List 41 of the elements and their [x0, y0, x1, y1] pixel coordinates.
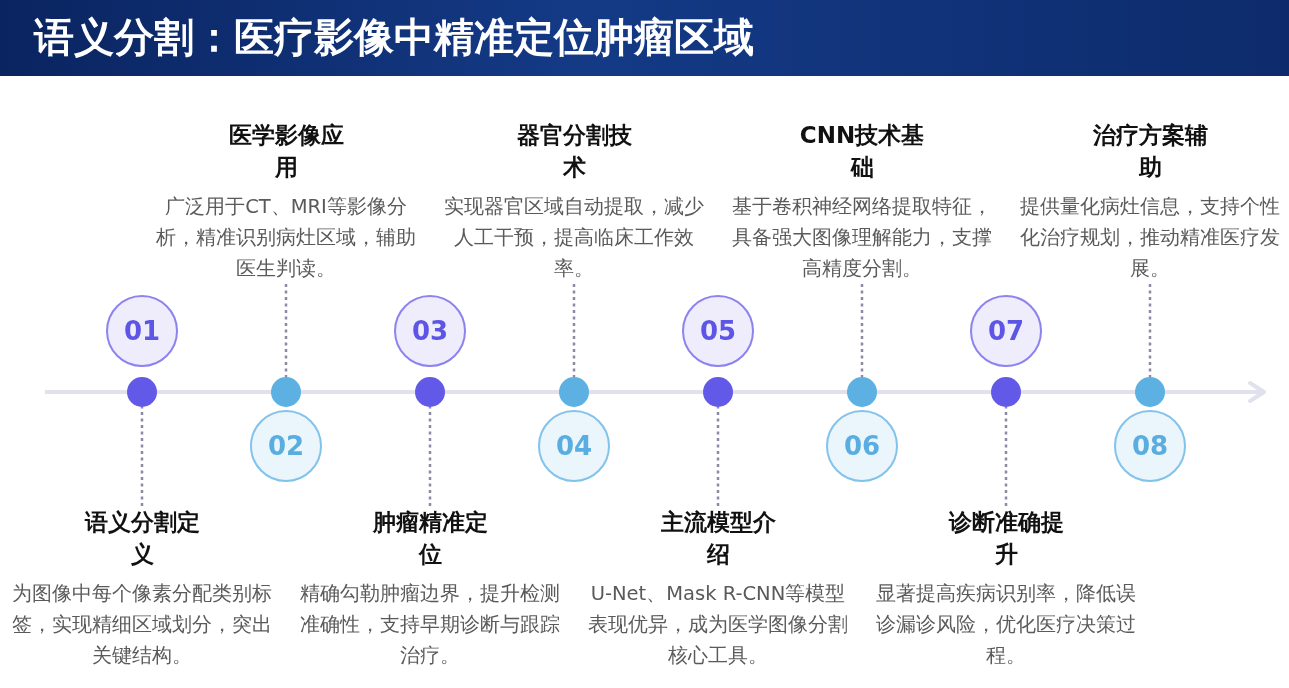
- step-number: 01: [106, 295, 178, 367]
- timeline-dot-icon: [127, 377, 157, 407]
- timeline-dot-icon: [415, 377, 445, 407]
- leader-line: [860, 284, 864, 377]
- step-description: 提供量化病灶信息，支持个性化治疗规划，推动精准医疗发展。: [1019, 194, 1281, 282]
- step-heading: 器官分割技术: [515, 121, 633, 182]
- leader-line: [572, 284, 576, 377]
- step-heading: 治疗方案辅助: [1091, 121, 1209, 182]
- step-description: 为图像中每个像素分配类别标签，实现精细区域划分，突出关键结构。: [11, 581, 273, 669]
- step-description: 基于卷积神经网络提取特征，具备强大图像理解能力，支撑高精度分割。: [731, 194, 993, 282]
- step-description: 精确勾勒肿瘤边界，提升检测准确性，支持早期诊断与跟踪治疗。: [299, 581, 561, 669]
- timeline-dot-icon: [991, 377, 1021, 407]
- leader-line: [1148, 284, 1152, 377]
- step-heading: 语义分割定义: [83, 508, 201, 569]
- step-heading: 肿瘤精准定位: [371, 508, 489, 569]
- step-description: 实现器官区域自动提取，减少人工干预，提高临床工作效率。: [443, 194, 705, 282]
- leader-line: [428, 407, 432, 506]
- step-number: 08: [1114, 410, 1186, 482]
- step-heading: 医学影像应用: [227, 121, 345, 182]
- step-heading: 诊断准确提升: [947, 508, 1065, 569]
- step-number: 06: [826, 410, 898, 482]
- leader-line: [284, 284, 288, 377]
- timeline-dot-icon: [559, 377, 589, 407]
- timeline-dot-icon: [1135, 377, 1165, 407]
- step-description: U-Net、Mask R-CNN等模型表现优异，成为医学图像分割核心工具。: [587, 581, 849, 669]
- leader-line: [716, 407, 720, 506]
- step-description: 显著提高疾病识别率，降低误诊漏诊风险，优化医疗决策过程。: [875, 581, 1137, 669]
- title: 语义分割：医疗影像中精准定位肿瘤区域: [34, 13, 754, 62]
- leader-line: [1004, 407, 1008, 506]
- step-heading: CNN技术基础: [798, 121, 926, 182]
- step-description: 广泛用于CT、MRI等影像分析，精准识别病灶区域，辅助医生判读。: [155, 194, 417, 282]
- timeline-dot-icon: [847, 377, 877, 407]
- step-number: 03: [394, 295, 466, 367]
- step-heading: 主流模型介绍: [659, 508, 777, 569]
- timeline-dot-icon: [703, 377, 733, 407]
- step-number: 02: [250, 410, 322, 482]
- step-number: 05: [682, 295, 754, 367]
- timeline-dot-icon: [271, 377, 301, 407]
- step-number: 07: [970, 295, 1042, 367]
- leader-line: [140, 407, 144, 506]
- step-number: 04: [538, 410, 610, 482]
